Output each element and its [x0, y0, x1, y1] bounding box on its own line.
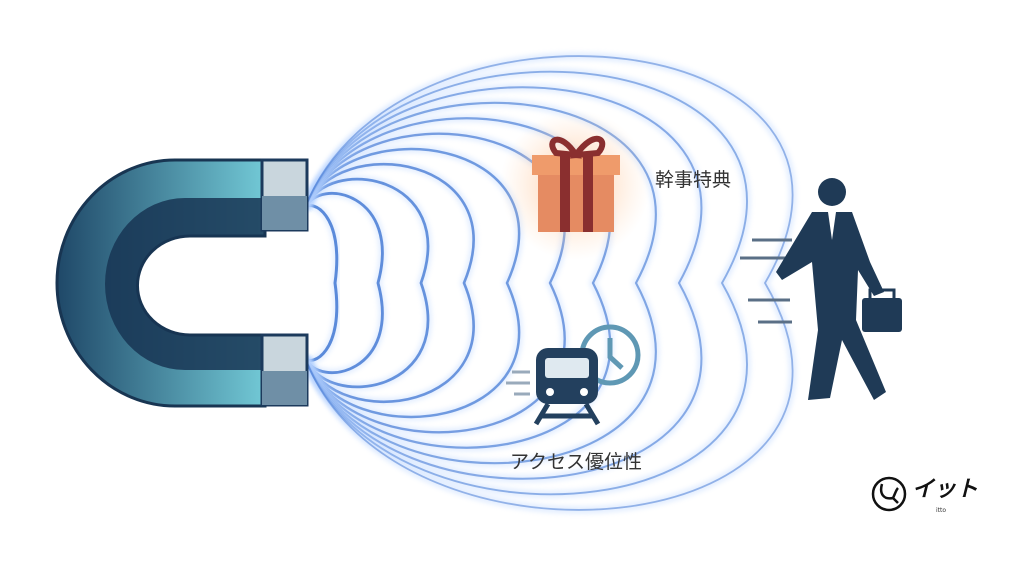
field-line [303, 147, 521, 419]
field-line [301, 160, 478, 406]
field-line [303, 192, 384, 374]
businessman-icon [776, 178, 902, 400]
field-line [303, 132, 566, 434]
field-line [303, 117, 612, 449]
logo [871, 476, 907, 512]
speed-lines [740, 238, 792, 324]
field-line [304, 86, 703, 480]
field-line [303, 177, 430, 389]
field-line [303, 101, 657, 465]
field-line [303, 162, 475, 404]
logo-subtext: itto [936, 507, 947, 514]
field-lines [301, 52, 797, 514]
gift-label: 幹事特典 [655, 169, 732, 191]
access-label: アクセス優位性 [510, 451, 643, 473]
magnet-icon [55, 158, 309, 408]
field-line [303, 204, 339, 362]
train-icon [506, 348, 601, 426]
field-line [301, 189, 387, 377]
logo-text: イット [912, 477, 979, 502]
field-line [304, 55, 794, 511]
field-line [304, 70, 748, 496]
gift-icon [500, 110, 650, 260]
